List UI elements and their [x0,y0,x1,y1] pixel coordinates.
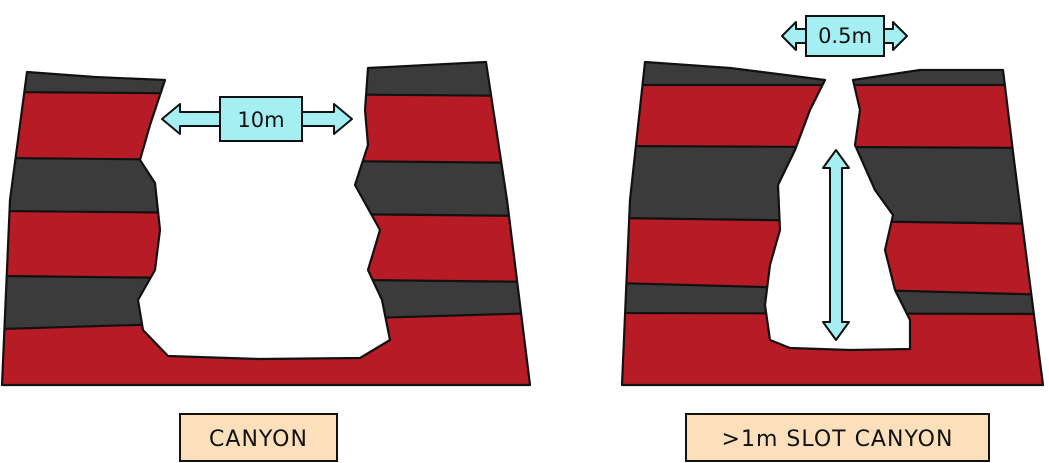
slot-canyon-caption: >1m SLOT CANYON [685,413,990,462]
slot-canyon-outline [620,60,1045,387]
arrow-left-head [161,103,223,135]
slot-depth-arrow [822,149,850,341]
slot-canyon-caption-box [685,413,990,462]
slot-canyon-caption-text: >1m SLOT CANYON [722,427,954,452]
canyon-width-label: 10m [237,108,284,132]
width-label-box [219,96,303,142]
canyon-caption-box [179,413,338,462]
slot-width-label: 0.5m [818,24,872,48]
width-label-box [805,15,885,57]
canyon-caption-text: CANYON [209,427,308,452]
canyon-outline [0,60,532,387]
arrow-right-head [299,103,353,135]
canyon-width-arrow: 10m [161,96,353,142]
arrow-left-head [781,21,809,51]
canyon-caption: CANYON [179,413,338,462]
slot-width-arrow: 0.5m [781,15,908,57]
dark-rock-layer-middle [2,156,530,218]
